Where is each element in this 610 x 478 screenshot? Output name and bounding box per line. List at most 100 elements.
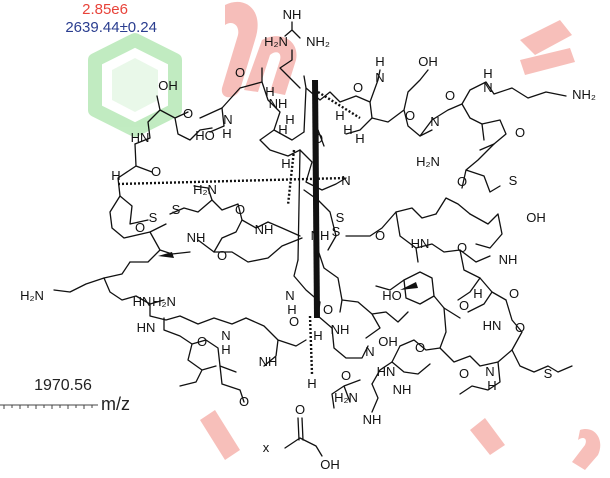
mz-axis-ticks (3, 405, 93, 409)
stereo-hash-bonds (117, 90, 361, 375)
stereo-wedge-bonds (158, 80, 418, 318)
atom-label: S (336, 210, 345, 225)
acetic-acid-skeleton (284, 417, 323, 457)
atom-labels: NH H₂N NH₂ OH H NH₂ O N H OH O H N O NH … (20, 7, 596, 427)
atom-label: O (341, 368, 351, 383)
atom-label: O (313, 131, 323, 146)
atom-label: H (281, 156, 290, 171)
atom-label: H (111, 168, 120, 183)
atom-label: NH (259, 354, 278, 369)
atom-label: OH (526, 210, 546, 225)
atom-label: HN (131, 130, 150, 145)
counterion-oxygen: O (295, 402, 305, 417)
atom-label: S (544, 366, 553, 381)
atom-label: H₂N (334, 390, 358, 405)
atom-label: HN (411, 236, 430, 251)
atom-label: O (239, 394, 249, 409)
atom-label: N (430, 114, 439, 129)
atom-label: H (265, 84, 274, 99)
atom-label: NH (499, 252, 518, 267)
atom-label: O (509, 286, 519, 301)
atom-label: HN (483, 318, 502, 333)
watermark-stroke-top-2 (244, 36, 297, 95)
atom-label: O (151, 164, 161, 179)
atom-label: NH₂ (572, 87, 596, 102)
atom-label: S (172, 202, 181, 217)
atom-label: NH₂ (306, 34, 330, 49)
atom-label: O (459, 366, 469, 381)
atom-label: N (365, 344, 374, 359)
atom-label: H (355, 131, 364, 146)
bond-skeleton (53, 21, 573, 457)
atom-label: O (405, 108, 415, 123)
atom-label: O (445, 88, 455, 103)
atom-label: O (375, 228, 385, 243)
atom-label: O (217, 248, 227, 263)
mass-label: 2639.44±0.24 (65, 19, 157, 36)
atom-label: N (285, 288, 294, 303)
atom-label: H₂N (152, 294, 176, 309)
atom-label: O (457, 240, 467, 255)
atom-label: H₂N (264, 34, 288, 49)
atom-label: HN (377, 364, 396, 379)
spectrum-readout: 2.85e6 2639.44±0.24 1970.56 m/z (0, 1, 157, 414)
watermark-stroke-bottom (200, 410, 601, 470)
atom-label: H (285, 112, 294, 127)
atom-label: H (313, 328, 322, 343)
atom-label: N (483, 80, 492, 95)
atom-label: S (332, 224, 341, 239)
atom-label: O (459, 298, 469, 313)
counterion-hydroxyl: OH (320, 457, 340, 472)
atom-label: NH (255, 222, 274, 237)
atom-label: O (415, 340, 425, 355)
counterion-multiplier: x (263, 440, 270, 455)
atom-label: O (353, 80, 363, 95)
atom-label: N (375, 70, 384, 85)
atom-label: NH (363, 412, 382, 427)
atom-label: O (235, 202, 245, 217)
atom-label: H₂N (193, 182, 217, 197)
atom-label: H₂N (416, 154, 440, 169)
atom-label: H (222, 126, 231, 141)
atom-label: H (483, 66, 492, 81)
watermark-hexagon-badge (88, 33, 182, 137)
atom-label: S (149, 210, 158, 225)
watermark (88, 1, 601, 470)
atom-label: OH (418, 54, 438, 69)
atom-label: H₂N (20, 288, 44, 303)
atom-label: OH (378, 334, 398, 349)
atom-label: NH (331, 322, 350, 337)
atom-label: NH (311, 228, 330, 243)
atom-label: H (307, 376, 316, 391)
atom-label: H (375, 54, 384, 69)
atom-label: N (485, 364, 494, 379)
atom-label: HO (195, 128, 215, 143)
watermark-stroke-top (221, 1, 258, 98)
watermark-hexagon-inner (112, 58, 158, 112)
atom-label: N (223, 112, 232, 127)
atom-label: O (457, 174, 467, 189)
atom-label: HN (133, 294, 152, 309)
atom-label: OH (158, 78, 178, 93)
atom-label: NH (269, 96, 288, 111)
mass-value: 1970.56 (34, 377, 92, 394)
atom-label: NH (393, 382, 412, 397)
atom-label: O (323, 302, 333, 317)
watermark-stroke-right (520, 20, 575, 75)
atom-label: O (197, 334, 207, 349)
atom-label: H (335, 108, 344, 123)
atom-label: N (341, 173, 350, 188)
atom-label: HN (137, 320, 156, 335)
atom-label: O (235, 65, 245, 80)
atom-label: H (343, 122, 352, 137)
atom-label: O (289, 314, 299, 329)
atom-label: H (278, 122, 287, 137)
intensity-value: 2.85e6 (82, 1, 128, 18)
atom-label: H (221, 342, 230, 357)
counterion: x O OH (263, 402, 340, 472)
atom-label: H (487, 378, 496, 393)
atom-label: HO (382, 288, 402, 303)
atom-label: S (509, 173, 518, 188)
